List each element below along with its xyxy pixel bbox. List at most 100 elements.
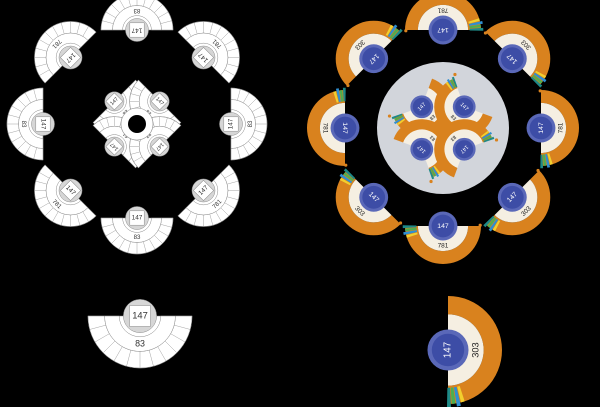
glyph-value: 781 [322, 123, 329, 134]
glyph-accent-bar [447, 387, 451, 407]
glyph-value: 147 [538, 122, 545, 134]
glyph-spoke [227, 196, 239, 200]
glyph-spoke [243, 92, 250, 103]
glyph-spoke [185, 26, 192, 37]
glyph-spoke [118, 239, 125, 250]
glyph-accent-bar [530, 76, 543, 88]
color-glyph: 147 303 [427, 296, 502, 407]
glyph-accent-bar [450, 387, 456, 404]
glyph-spoke [237, 147, 241, 159]
glyph-spoke [185, 211, 192, 222]
glyph-value: 147 [132, 310, 148, 320]
glyph-spoke [157, 346, 167, 362]
glyph-value: 147 [228, 118, 235, 129]
glyph-hub [431, 18, 455, 42]
glyph-spoke [82, 211, 89, 222]
glyph-spoke [254, 114, 266, 118]
glyph-spoke [160, 20, 172, 24]
glyph-value: 303 [471, 342, 481, 357]
glyph-spoke [149, 239, 156, 250]
glyph-value: 83 [429, 114, 437, 122]
glyph-spoke [130, 151, 140, 155]
glyph-accent-bar [468, 20, 483, 26]
glyph-spoke [61, 22, 65, 34]
glyph-accent-bar [540, 154, 544, 169]
glyph-hub-square [59, 46, 82, 69]
glyph-accent-bar [480, 130, 490, 138]
glyph-accent-bar [339, 90, 344, 102]
glyph-spoke [8, 130, 20, 134]
glyph-value: 147 [341, 122, 348, 134]
glyph-accent-bar [343, 172, 354, 182]
glyph-accent-bar [396, 118, 406, 126]
glyph-spoke [111, 235, 120, 244]
glyph-accent-bar [433, 165, 441, 175]
glyph-value: 147 [154, 141, 165, 152]
glyph-spoke [170, 333, 186, 343]
glyph-accent-bar [492, 220, 501, 232]
glyph-spoke [24, 145, 31, 156]
glyph-spoke [76, 214, 81, 226]
glyph-hub [529, 116, 553, 140]
glyph-value: 83 [449, 114, 457, 122]
glyph-hub-square [150, 137, 169, 156]
glyph-value: 781 [437, 7, 448, 14]
glyph-spoke [39, 39, 50, 46]
glyph-accent-bar [391, 28, 403, 41]
glyph-accent-bar [339, 177, 351, 186]
glyph-value: 147 [132, 215, 143, 222]
glyph-spoke [11, 136, 22, 143]
glyph-accent-bar [335, 88, 341, 103]
glyph-spoke [17, 98, 26, 107]
glyph-dot [387, 114, 392, 118]
glyph-spoke [39, 69, 50, 76]
glyph-spoke [119, 0, 125, 9]
glyph-value: 147 [109, 96, 120, 107]
glyph-spoke [224, 69, 235, 76]
glyph-accent-bar [542, 154, 547, 166]
glyph-accent-bar [535, 70, 547, 79]
glyph-hub [362, 185, 386, 209]
glyph-spoke [143, 0, 146, 7]
glyph-accent-bar [488, 218, 499, 232]
glyph-spoke [209, 214, 213, 226]
glyph-accent-bar [405, 227, 417, 232]
glyph-spoke [254, 130, 266, 134]
glyph-spoke [133, 86, 143, 92]
glyph-accent-bar [428, 168, 435, 180]
glyph-spoke [148, 350, 154, 367]
glyph-accent-bar [333, 91, 339, 103]
glyph-accent-bar [393, 116, 405, 125]
glyph-orange-band [448, 296, 502, 404]
glyph-value: 781 [438, 242, 449, 249]
glyph-orange-band [335, 170, 401, 236]
glyph-orange-band [405, 0, 481, 30]
glyph-spoke [169, 120, 175, 130]
glyph-value: 83 [135, 338, 145, 348]
glyph-spoke [89, 324, 106, 330]
glyph-spoke [39, 202, 50, 209]
glyph-value: 147 [443, 342, 454, 358]
glyph-spoke [52, 211, 59, 222]
glyph-spoke [44, 207, 54, 217]
glyph-inner-band [185, 32, 229, 76]
glyph-inner-band [185, 172, 229, 216]
glyph-value: 147 [437, 26, 449, 33]
glyph-spoke [215, 26, 222, 37]
glyph-spoke [215, 211, 222, 222]
glyph-value: 147 [109, 141, 120, 152]
glyph-accent-bar [343, 168, 356, 180]
center-hole [128, 115, 146, 133]
glyph-value: 83 [429, 134, 437, 142]
glyph-hub [500, 185, 524, 209]
glyph-spoke [127, 241, 131, 253]
glyph-value: 147 [154, 96, 165, 107]
glyph-spoke [99, 120, 105, 130]
color-glyph: 147 781 [307, 83, 360, 166]
glyph-orange-band [405, 226, 481, 264]
glyph-accent-bar [406, 232, 418, 238]
